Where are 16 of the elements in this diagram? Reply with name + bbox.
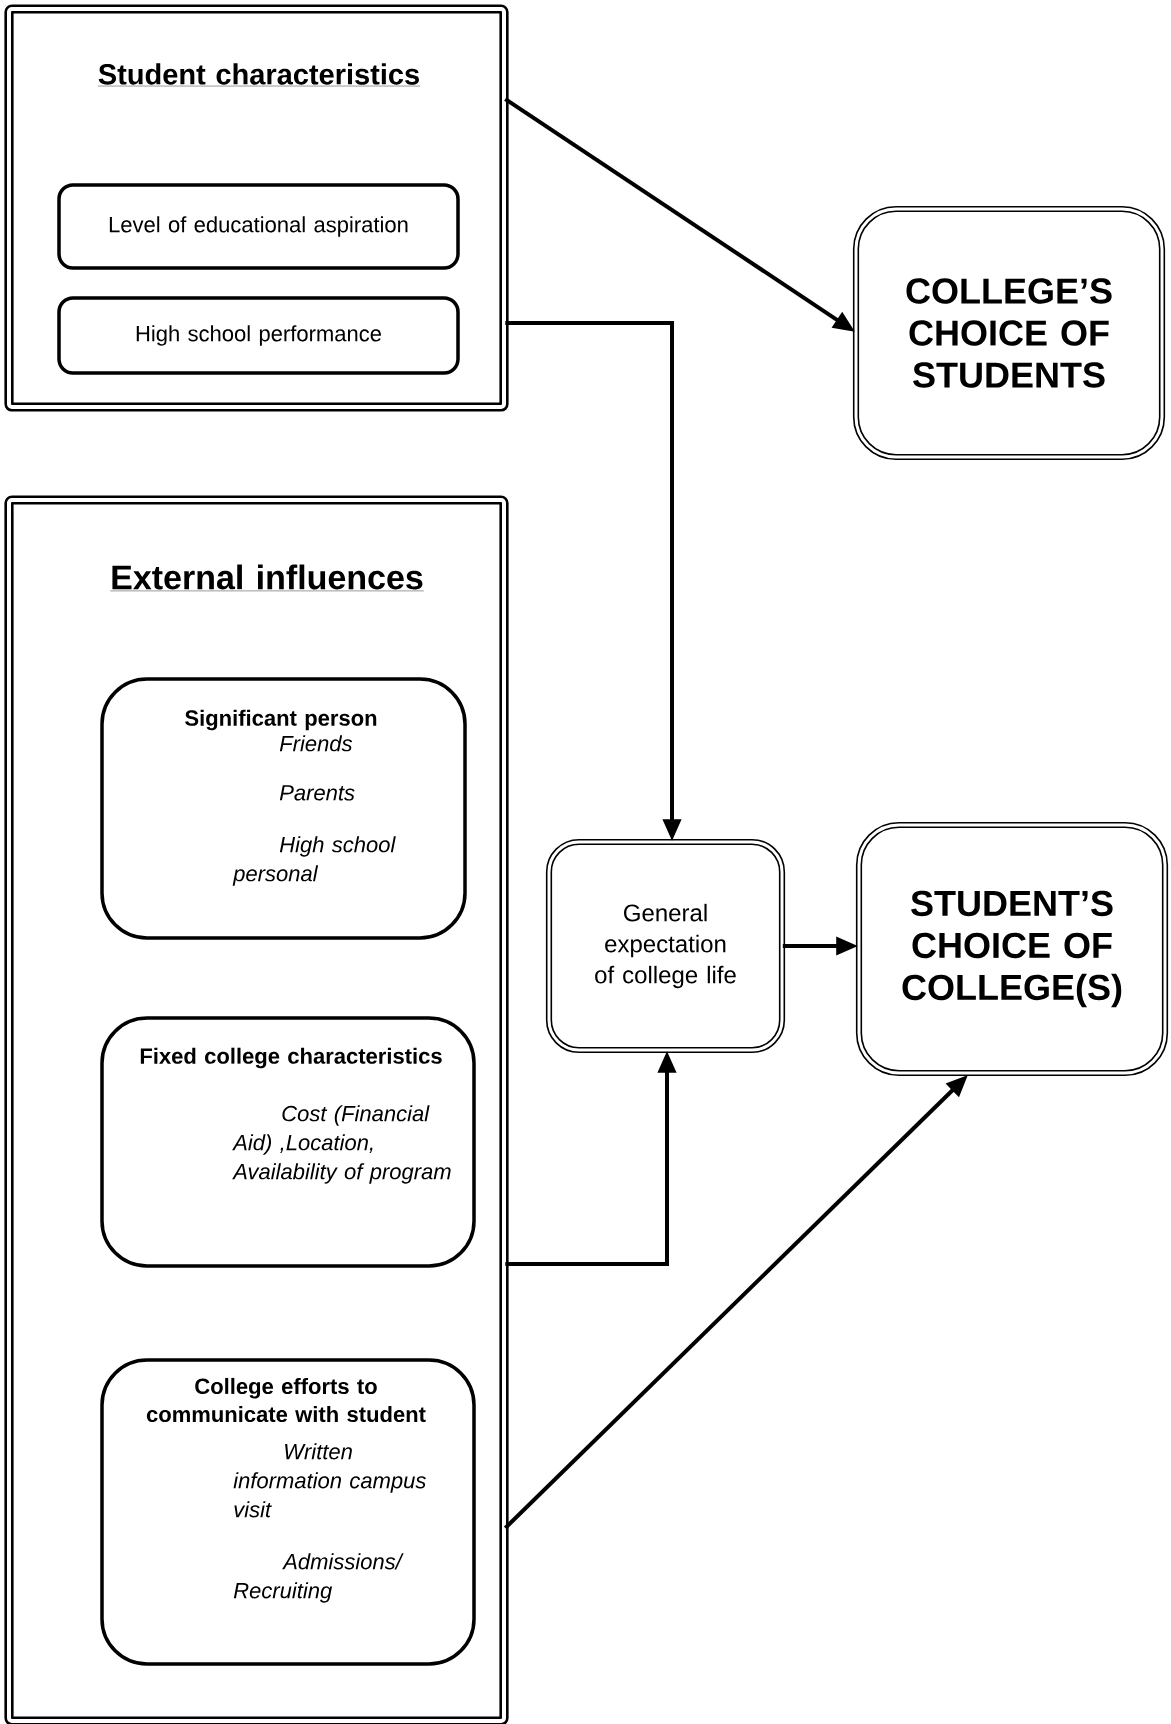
item-text: Cost (Financial Aid) ,Location, Availability of program xyxy=(232,1105,451,1184)
item-text: Admissions/ Recruiting xyxy=(233,1553,404,1603)
heading: Significant person xyxy=(185,709,377,731)
item-text: High school personal xyxy=(232,836,396,886)
factor-box: Level of educational aspiration xyxy=(57,183,460,270)
factor-box: High school performance xyxy=(57,296,460,375)
item-text: Parents xyxy=(279,785,355,801)
outcome-box: STUDENT’S CHOICE OF COLLEGE(S) xyxy=(855,821,1169,1077)
item-text: Written information campus visit xyxy=(233,1443,426,1518)
heading: Fixed college characteristics xyxy=(140,1047,442,1069)
heading: External influences xyxy=(109,564,425,592)
process-box: General expectation of college life xyxy=(545,838,786,1054)
item-text: Friends xyxy=(279,735,353,752)
heading: Student characteristics xyxy=(97,63,421,87)
heading: College efforts to communicate with student xyxy=(146,1377,426,1423)
outcome-box: COLLEGE’S CHOICE OF STUDENTS xyxy=(852,205,1166,461)
